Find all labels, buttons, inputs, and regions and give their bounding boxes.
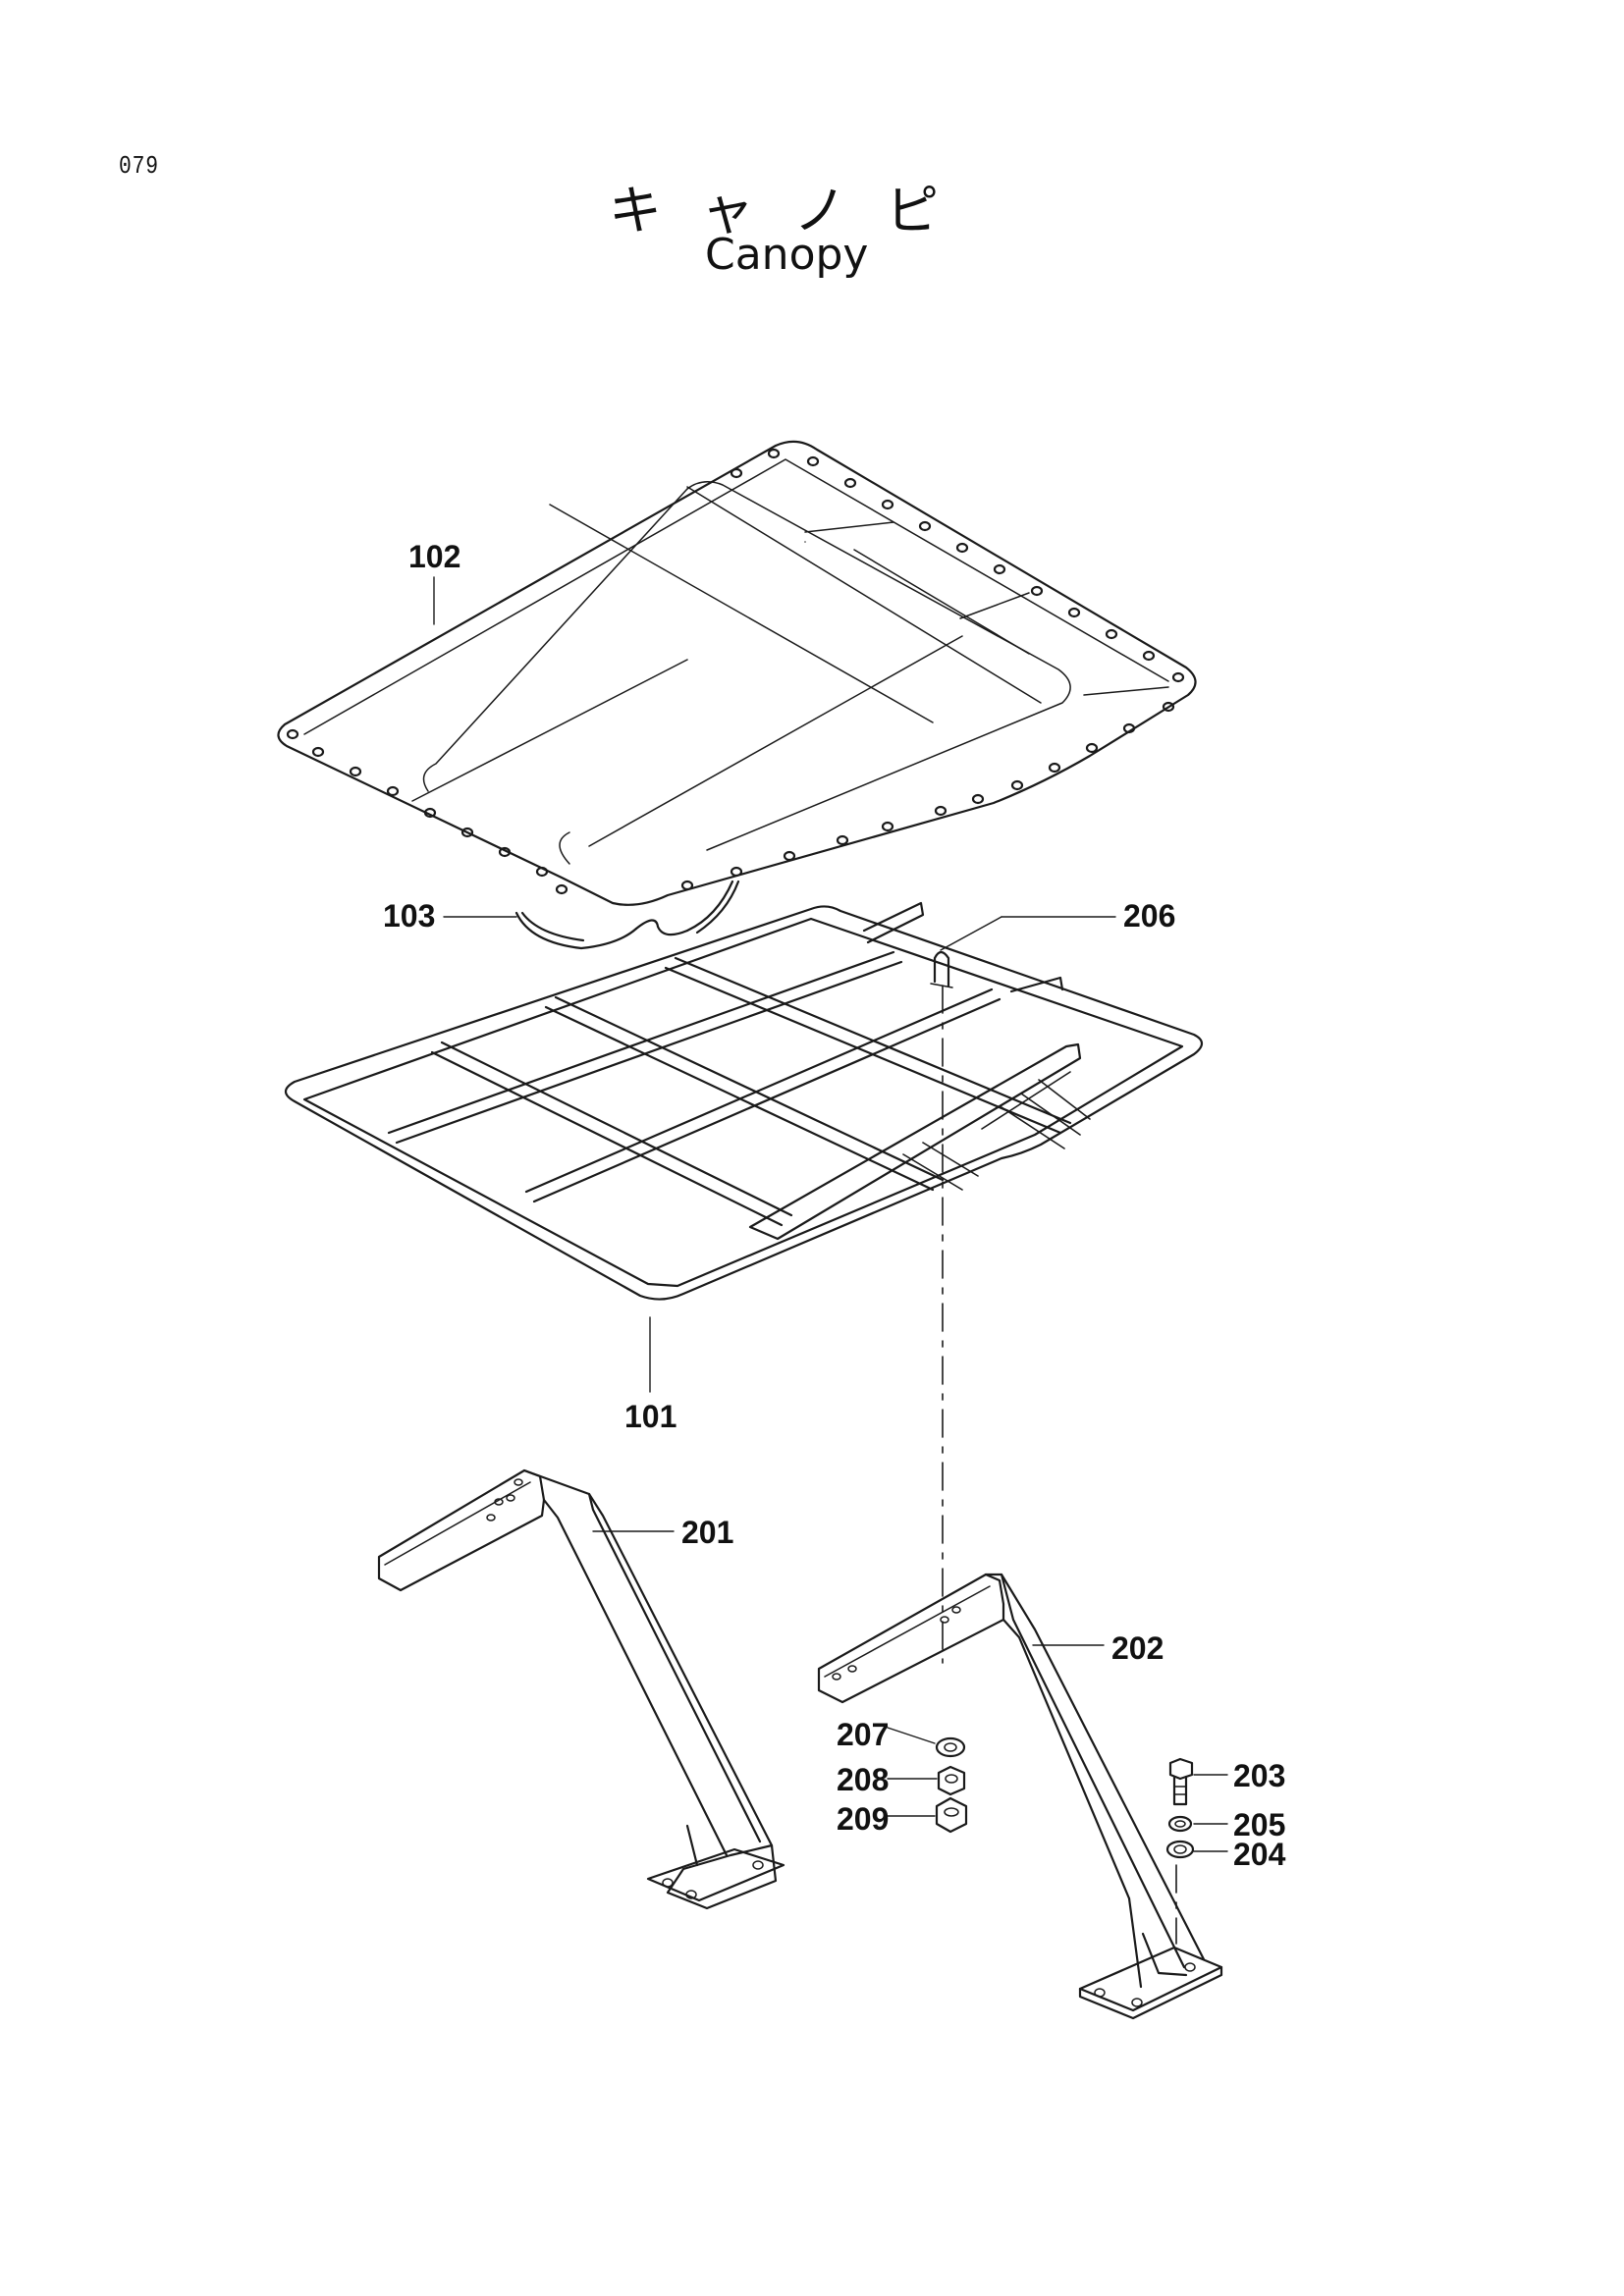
callout-207: 207 bbox=[837, 1717, 889, 1752]
callout-201: 201 bbox=[681, 1515, 733, 1550]
canopy-frame-101 bbox=[284, 901, 1204, 1301]
nut-209 bbox=[935, 1796, 968, 1834]
washer-204 bbox=[1165, 1840, 1195, 1859]
bolt-203 bbox=[1168, 1757, 1194, 1806]
canopy-cover-102 bbox=[277, 440, 1197, 906]
washer-207 bbox=[935, 1736, 966, 1758]
callout-208: 208 bbox=[837, 1762, 889, 1797]
support-right-202 bbox=[817, 1573, 1223, 2020]
nut-208 bbox=[937, 1765, 966, 1796]
callout-103: 103 bbox=[383, 898, 435, 934]
callout-205: 205 bbox=[1233, 1807, 1285, 1842]
page-number: 079 bbox=[119, 151, 159, 181]
title-english: Canopy bbox=[705, 230, 869, 280]
title-japanese: キャノピ bbox=[609, 180, 978, 241]
leader-lines bbox=[433, 576, 1228, 1852]
callout-203: 203 bbox=[1233, 1758, 1285, 1793]
callout-101: 101 bbox=[624, 1399, 677, 1434]
callout-102: 102 bbox=[408, 539, 460, 574]
support-left-201 bbox=[377, 1468, 785, 1910]
callout-202: 202 bbox=[1111, 1630, 1164, 1666]
cords-103 bbox=[514, 880, 740, 950]
callout-209: 209 bbox=[837, 1801, 889, 1837]
spring-washer-205 bbox=[1167, 1815, 1193, 1833]
callout-204: 204 bbox=[1233, 1837, 1286, 1872]
u-clip-206 bbox=[930, 950, 953, 988]
callout-206: 206 bbox=[1123, 898, 1175, 934]
